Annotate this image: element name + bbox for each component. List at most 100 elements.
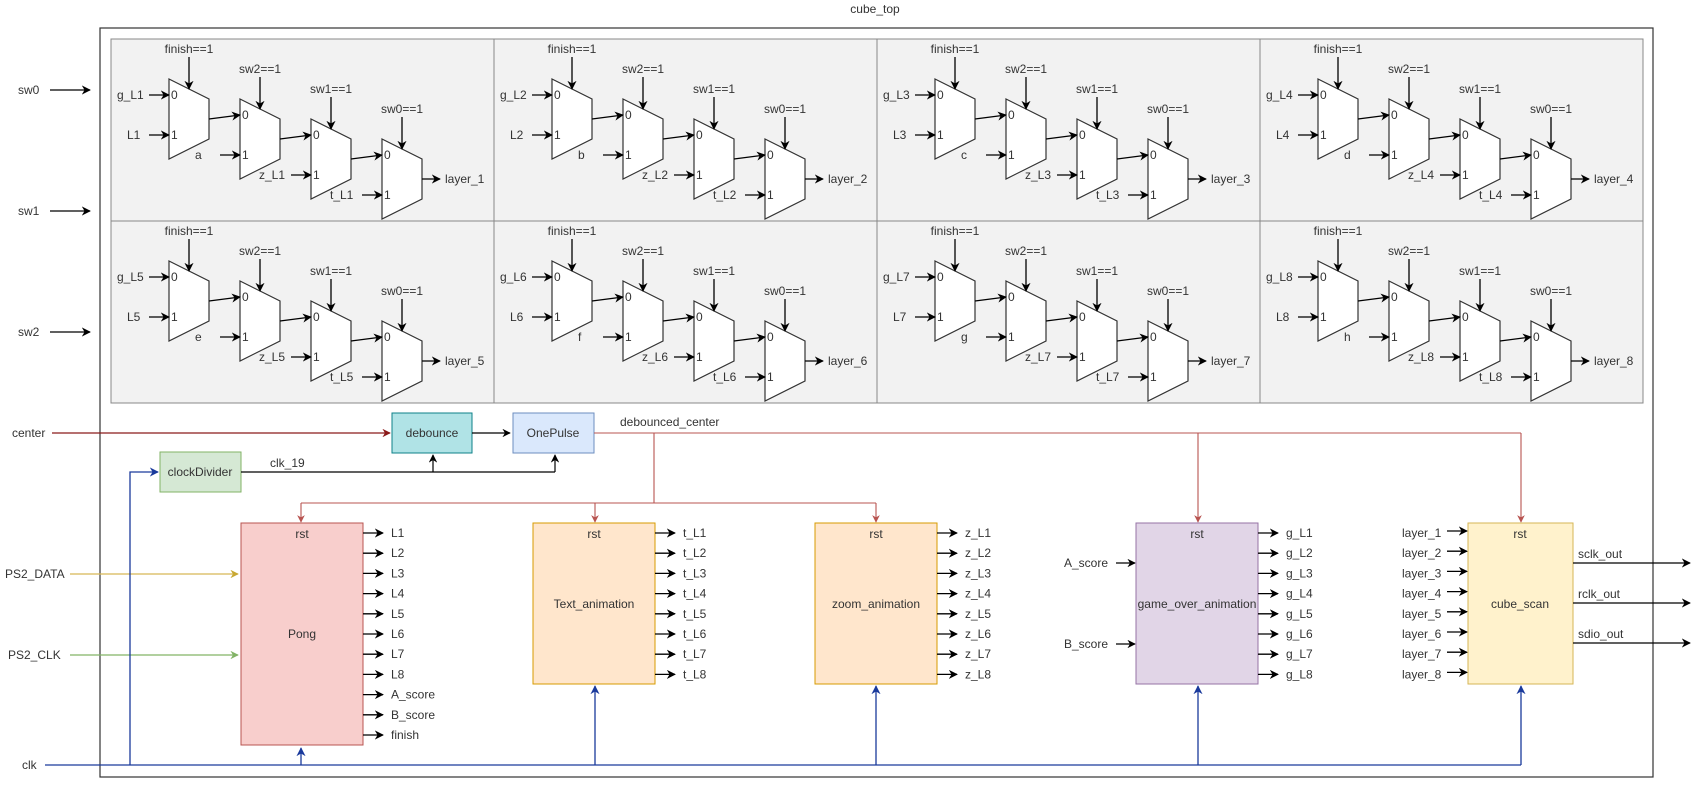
text-animation-outputs: t_L1t_L2t_L3t_L4t_L5t_L6t_L7t_L8 xyxy=(655,526,707,681)
mux-port-1: 1 xyxy=(384,370,391,384)
mux-select-label: sw0==1 xyxy=(1147,102,1189,116)
mux-input-g: g_L1 xyxy=(117,88,144,102)
wire-chain xyxy=(350,333,383,343)
mux-select-label: sw0==1 xyxy=(1530,284,1572,298)
mux-cell: 01finish==101sw2==101sw1==101sw0==1g_L7L… xyxy=(876,220,1261,404)
mux-output-layer: layer_5 xyxy=(445,354,485,368)
pong-output-label: L1 xyxy=(391,526,405,540)
mux-select-label: sw2==1 xyxy=(1388,62,1430,76)
zoom-animation-block[interactable]: rst zoom_animation xyxy=(814,522,938,685)
mux-select-label: sw2==1 xyxy=(239,244,281,258)
game-over-output-label: g_L6 xyxy=(1286,627,1313,641)
clock-divider-label: clockDivider xyxy=(168,465,233,479)
mux-port-1: 1 xyxy=(625,148,632,162)
mux-port-1: 1 xyxy=(696,168,703,182)
debounce-block[interactable]: debounce xyxy=(391,412,473,454)
onepulse-block[interactable]: OnePulse xyxy=(512,412,595,454)
pong-block[interactable]: rst Pong xyxy=(240,522,364,746)
zoom-animation-outputs: z_L1z_L2z_L3z_L4z_L5z_L6z_L7z_L8 xyxy=(937,526,991,681)
mux-output-layer: layer_2 xyxy=(828,172,868,186)
mux-input-c: c xyxy=(961,148,967,162)
mux-output-layer: layer_8 xyxy=(1594,354,1634,368)
pong-output-label: L2 xyxy=(391,546,405,560)
mux-output-layer: layer_4 xyxy=(1594,172,1634,186)
mux-select-label: sw1==1 xyxy=(1459,82,1501,96)
text-animation-output-label: t_L7 xyxy=(683,647,707,661)
mux-input-z: z_L2 xyxy=(642,168,668,182)
wire-label-clk19: clk_19 xyxy=(270,456,305,470)
text-animation-label: Text_animation xyxy=(554,597,635,611)
mux-input-c: h xyxy=(1344,330,1351,344)
mux-input-g: g_L7 xyxy=(883,270,910,284)
external-input-sw0: sw0 xyxy=(18,83,91,97)
mux-port-0: 0 xyxy=(1150,148,1157,162)
game-over-animation-block[interactable]: rst game_over_animation xyxy=(1135,522,1259,685)
mux-port-1: 1 xyxy=(554,310,561,324)
mux-input-g: g_L3 xyxy=(883,88,910,102)
mux-port-1: 1 xyxy=(384,188,391,202)
mux-input-l: L8 xyxy=(1276,310,1290,324)
text-animation-output-label: t_L4 xyxy=(683,587,707,601)
mux-port-1: 1 xyxy=(625,330,632,344)
mux-input-z: z_L7 xyxy=(1025,350,1051,364)
input-label-sw0: sw0 xyxy=(18,83,40,97)
mux-input-g: g_L8 xyxy=(1266,270,1293,284)
cube-scan-block[interactable]: rst cube_scan xyxy=(1467,522,1574,685)
mux-port-0: 0 xyxy=(1391,290,1398,304)
game-over-outputs: g_L1g_L2g_L3g_L4g_L5g_L6g_L7g_L8 xyxy=(1258,526,1313,681)
pong-output-label: L5 xyxy=(391,607,405,621)
reset-net xyxy=(297,432,1525,523)
mux-input-c: b xyxy=(578,148,585,162)
text-animation-block[interactable]: rst Text_animation xyxy=(532,522,656,685)
zoom-animation-output-label: z_L2 xyxy=(965,546,991,560)
mux-cell: 01finish==101sw2==101sw1==101sw0==1g_L6L… xyxy=(493,220,878,404)
mux-output-layer: layer_6 xyxy=(828,354,868,368)
mux-port-0: 0 xyxy=(696,310,703,324)
debounce-label: debounce xyxy=(406,426,459,440)
mux-cell: 01finish==101sw2==101sw1==101sw0==1g_L1L… xyxy=(110,38,495,222)
wire-chain xyxy=(279,131,312,141)
mux-input-c: g xyxy=(961,330,968,344)
mux-port-1: 1 xyxy=(1008,148,1015,162)
wire-chain xyxy=(1428,313,1461,323)
mux-select-label: sw2==1 xyxy=(239,62,281,76)
game-over-rst-port: rst xyxy=(1190,527,1204,541)
mux-select-label: sw2==1 xyxy=(1388,244,1430,258)
mux-port-0: 0 xyxy=(937,88,944,102)
mux-input-t: t_L5 xyxy=(330,370,354,384)
mux-select-label: sw1==1 xyxy=(1076,264,1118,278)
mux-input-t: t_L1 xyxy=(330,188,354,202)
cube-scan-output-label: sdio_out xyxy=(1578,627,1624,641)
zoom-animation-output-label: z_L7 xyxy=(965,647,991,661)
mux-select-label: sw0==1 xyxy=(381,284,423,298)
mux-port-0: 0 xyxy=(1320,270,1327,284)
clock-divider-block[interactable]: clockDivider xyxy=(159,451,242,493)
mux-input-l: L6 xyxy=(510,310,524,324)
mux-cell: 01finish==101sw2==101sw1==101sw0==1g_L4L… xyxy=(1259,38,1644,222)
game-over-output-label: g_L7 xyxy=(1286,647,1313,661)
text-animation-output-label: t_L2 xyxy=(683,546,707,560)
cube-scan-input-label: layer_1 xyxy=(1402,526,1442,540)
mux-port-1: 1 xyxy=(1462,350,1469,364)
mux-input-l: L7 xyxy=(893,310,907,324)
mux-panels: 01finish==101sw2==101sw1==101sw0==1g_L1L… xyxy=(110,38,1644,404)
pong-output-label: L8 xyxy=(391,667,405,681)
mux-port-1: 1 xyxy=(696,350,703,364)
wire-chain xyxy=(733,333,766,343)
mux-port-1: 1 xyxy=(767,370,774,384)
mux-input-g: g_L4 xyxy=(1266,88,1293,102)
mux-input-t: t_L2 xyxy=(713,188,737,202)
mux-port-0: 0 xyxy=(625,108,632,122)
onepulse-label: OnePulse xyxy=(527,426,580,440)
cube-scan-input-label: layer_3 xyxy=(1402,566,1442,580)
mux-port-0: 0 xyxy=(1462,128,1469,142)
cube-scan-label: cube_scan xyxy=(1491,597,1549,611)
mux-input-c: e xyxy=(195,330,202,344)
mux-port-0: 0 xyxy=(1079,310,1086,324)
mux-port-0: 0 xyxy=(1008,108,1015,122)
mux-port-0: 0 xyxy=(242,108,249,122)
game-over-input-a-score: A_score xyxy=(1064,556,1108,570)
mux-input-z: z_L4 xyxy=(1408,168,1434,182)
mux-port-1: 1 xyxy=(1320,310,1327,324)
mux-port-0: 0 xyxy=(171,88,178,102)
